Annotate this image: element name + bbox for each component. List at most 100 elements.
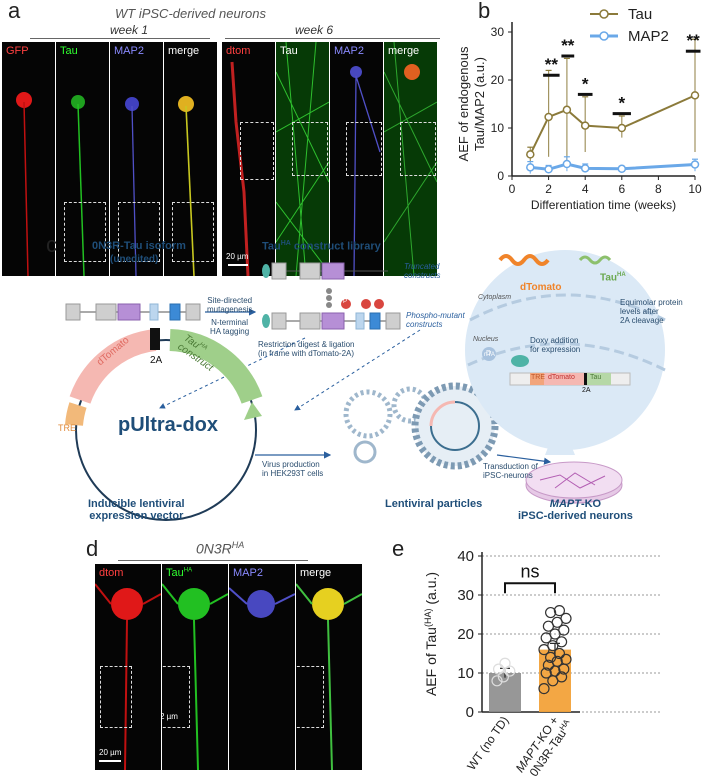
microscopy-week6-dtom: dtom 20 µm bbox=[222, 42, 275, 276]
neuron-dish bbox=[525, 461, 623, 504]
data-point bbox=[553, 604, 565, 617]
channel-label: Tau bbox=[280, 45, 298, 57]
nucleus-label: Nucleus bbox=[473, 336, 499, 343]
week6-label: week 6 bbox=[295, 23, 334, 37]
virus-production-label: Virus production in HEK293T cells bbox=[262, 460, 324, 478]
microscopy-week6-merge: merge bbox=[384, 42, 437, 276]
data-point bbox=[562, 159, 572, 169]
data-point bbox=[617, 123, 627, 133]
bubble-tau: TauHA bbox=[600, 272, 626, 284]
week1-line bbox=[30, 38, 210, 39]
x-tick-label: 10 bbox=[688, 182, 702, 196]
panel-letter-a: a bbox=[8, 0, 21, 23]
isoform-subtitle: (unedited) bbox=[110, 254, 159, 265]
vector-caption: Inducible lentiviral expression vector bbox=[88, 498, 185, 522]
data-point bbox=[558, 624, 570, 636]
data-point bbox=[540, 667, 552, 679]
plasmid-vector bbox=[65, 328, 263, 521]
x-tick-label: 6 bbox=[618, 182, 625, 196]
data-point bbox=[526, 150, 535, 159]
bar bbox=[489, 673, 521, 712]
x-axis-label: Differentiation time (weeks) bbox=[531, 198, 676, 212]
data-point bbox=[551, 655, 563, 667]
library-title: TauHA construct library bbox=[262, 240, 381, 253]
data-point bbox=[492, 663, 505, 675]
data-point bbox=[562, 105, 572, 115]
data-point bbox=[526, 163, 535, 172]
particles-caption: Lentiviral particles bbox=[385, 498, 483, 510]
y-tick-label: 0 bbox=[497, 169, 504, 183]
y-tick-label: 10 bbox=[457, 665, 474, 682]
series-line bbox=[529, 94, 696, 155]
week1-label: week 1 bbox=[110, 23, 149, 37]
step-mutagenesis: Site-directed mutagenesis bbox=[207, 296, 253, 314]
neurons-caption: MAPT-KO iPSC-derived neurons bbox=[518, 498, 633, 522]
bubble-dtomato: dTomato bbox=[520, 282, 562, 293]
channel-label: GFP bbox=[6, 45, 29, 57]
microscopy-d-map2: MAP2 bbox=[229, 564, 295, 770]
channel-label: merge bbox=[300, 567, 332, 579]
sig-label: ** bbox=[545, 55, 559, 74]
tre-label: TRE bbox=[58, 423, 76, 433]
channel-label: merge bbox=[388, 45, 420, 57]
data-point bbox=[580, 164, 590, 173]
vector-name: pUltra-dox bbox=[118, 414, 218, 436]
digest-label: Restriction digest & ligation (in frame … bbox=[258, 340, 355, 358]
x-tick-label: 2 bbox=[545, 182, 552, 196]
truncated-label: Truncated constructs bbox=[404, 262, 441, 280]
doxy-label: Doxy addition for expression bbox=[530, 336, 581, 354]
sig-bracket bbox=[504, 582, 556, 594]
microscopy-d-dtom: dtom 20 µm bbox=[95, 564, 161, 770]
panel-letter-e: e bbox=[392, 536, 405, 561]
y-tick-label: 10 bbox=[491, 121, 505, 135]
lentiviral-particles bbox=[343, 382, 499, 470]
mechanism-bubble bbox=[465, 250, 666, 455]
channel-label: MAP2 bbox=[233, 567, 263, 579]
data-point bbox=[499, 657, 511, 669]
library-phospho bbox=[262, 299, 401, 330]
microscopy-week1-map2: MAP2 bbox=[110, 42, 163, 276]
data-point bbox=[545, 606, 557, 619]
y-tick-label: 30 bbox=[457, 587, 474, 604]
week6-line bbox=[225, 38, 440, 39]
data-point bbox=[560, 612, 572, 625]
sig-label: ** bbox=[687, 31, 701, 50]
channel-label: MAP2 bbox=[334, 45, 364, 57]
y-axis-label: AEF of endogenous bbox=[456, 46, 471, 161]
microscopy-week1-gfp: GFP bbox=[2, 42, 55, 276]
data-point bbox=[690, 160, 700, 169]
sig-label: * bbox=[618, 94, 625, 113]
microscopy-week6-map2: MAP2 bbox=[330, 42, 383, 276]
scale-bar-label: 20 µm bbox=[99, 748, 122, 757]
x-tick-label: 0 bbox=[509, 182, 516, 196]
y-axis-label: Tau/MAP2 (a.u.) bbox=[472, 57, 487, 151]
channel-label: Tau bbox=[60, 45, 78, 57]
twoA-label: 2A bbox=[150, 355, 163, 366]
panel-c-diagram bbox=[65, 250, 666, 521]
x-tick-label: WT (no TD) bbox=[464, 714, 511, 773]
isoform-title: 0N3R-Tau isoform bbox=[92, 240, 186, 252]
legend-label: MAP2 bbox=[628, 28, 669, 45]
panel-letter-b: b bbox=[478, 0, 491, 23]
y-tick-label: 20 bbox=[491, 73, 505, 87]
transduction-label: Transduction of iPSC-neurons bbox=[483, 462, 538, 480]
data-point bbox=[690, 91, 700, 100]
microscopy-d-merge: merge bbox=[296, 564, 362, 770]
channel-label: TauHA bbox=[166, 567, 193, 579]
channel-label: MAP2 bbox=[114, 45, 144, 57]
microscopy-d-tau: TauHA 2 µm bbox=[162, 564, 228, 770]
gene-2a-label: 2A bbox=[582, 387, 591, 394]
data-point bbox=[556, 636, 568, 648]
legend-label: Tau bbox=[628, 6, 652, 23]
microscopy-week6-tau: Tau bbox=[276, 42, 329, 276]
data-point bbox=[491, 675, 503, 687]
panel-a-title: WT iPSC-derived neurons bbox=[115, 6, 266, 21]
microscopy-week1-merge: merge bbox=[164, 42, 217, 276]
gene-tau-label: Tau bbox=[590, 374, 602, 381]
y-tick-label: 20 bbox=[457, 626, 474, 643]
data-point bbox=[617, 164, 627, 174]
y-tick-label: 0 bbox=[466, 704, 474, 721]
y-tick-label: 30 bbox=[491, 25, 505, 39]
